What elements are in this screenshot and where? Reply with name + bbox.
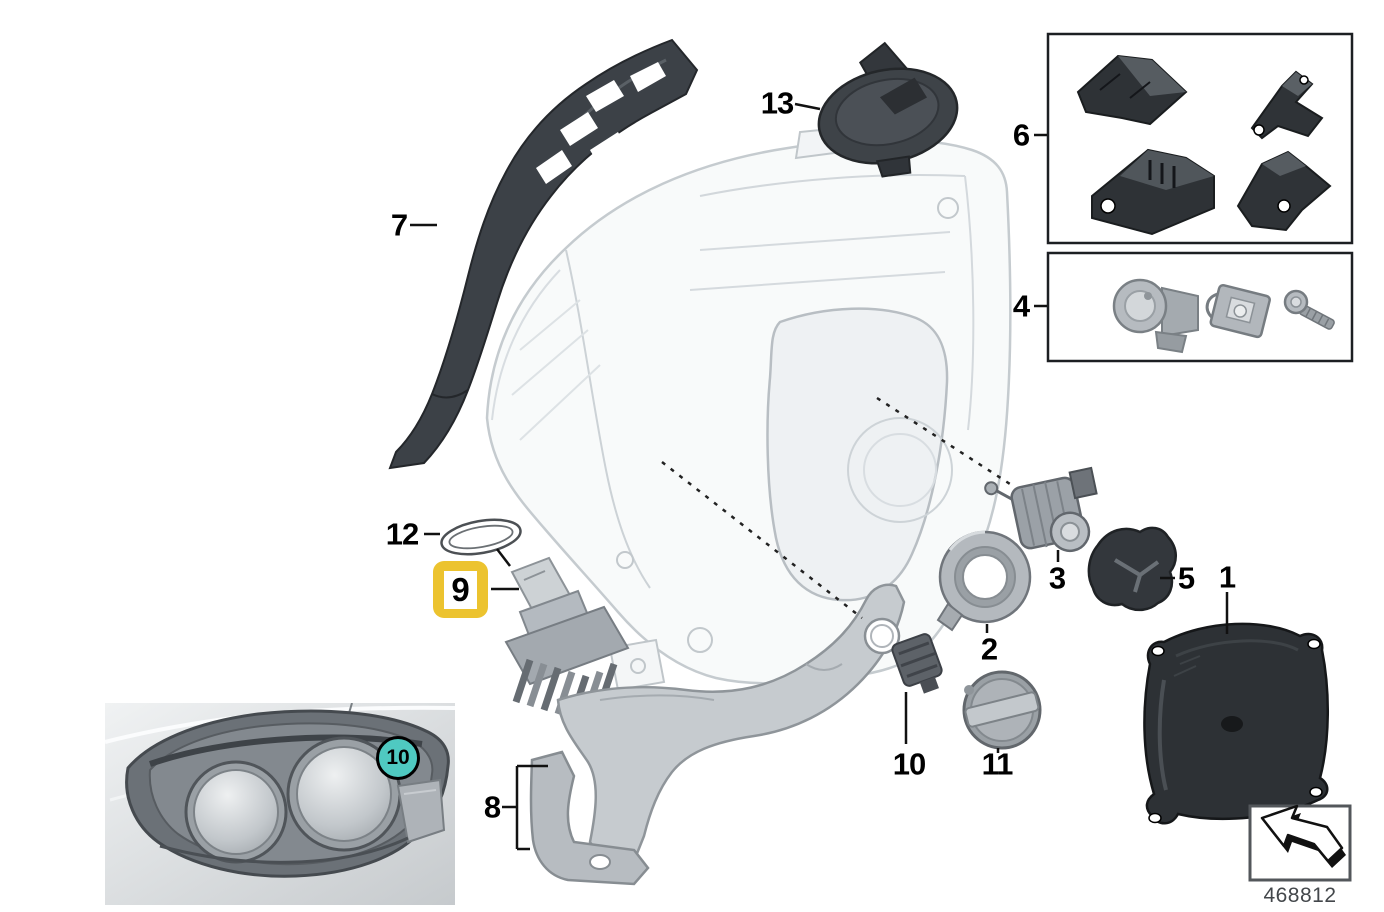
part-13-cap-art	[817, 41, 959, 178]
callout-4[interactable]: 4	[1012, 288, 1030, 324]
callout-5[interactable]: 5	[1177, 560, 1195, 596]
part-7-trim-art	[388, 38, 699, 470]
diagram-part-number: 468812	[1263, 884, 1337, 907]
callout-13[interactable]: 13	[760, 85, 794, 121]
callout-12[interactable]: 12	[385, 516, 419, 552]
adjuster-art	[1112, 278, 1199, 354]
bracket-art-b	[1250, 70, 1324, 140]
callout-7[interactable]: 7	[390, 207, 408, 243]
screw-art	[1283, 289, 1335, 330]
callout-2[interactable]: 2	[980, 631, 998, 667]
headlight-housing-art	[485, 124, 1012, 692]
clip-nut-art	[1205, 283, 1271, 339]
leader-lines	[410, 102, 1229, 851]
part-3-motor-art	[984, 466, 1098, 553]
callout-11[interactable]: 11	[981, 746, 1014, 782]
part-2-retaining-ring-art	[936, 530, 1032, 632]
assembly-dashed-lines	[661, 396, 1011, 619]
photo-callout-10[interactable]: 10	[376, 736, 420, 780]
part-10-bulb-socket-art	[863, 617, 943, 694]
group-4-box	[1046, 251, 1354, 363]
callout-10[interactable]: 10	[892, 746, 926, 782]
part-9-led-module-art	[504, 556, 630, 720]
group-6-box	[1046, 32, 1354, 245]
bracket-art-c	[1091, 148, 1215, 236]
callout-3[interactable]: 3	[1048, 560, 1066, 596]
nav-arrow-button[interactable]	[1248, 804, 1352, 882]
callout-9-highlight[interactable]: 9	[433, 561, 488, 618]
bracket-art-a	[1076, 54, 1188, 126]
nav-arrow-icon	[1260, 804, 1346, 868]
callout-6[interactable]: 6	[1012, 117, 1030, 153]
part-11-cap-art	[962, 670, 1042, 750]
callout-1[interactable]: 1	[1218, 559, 1236, 595]
part-12-gasket-art	[440, 518, 522, 556]
photo-inset	[105, 703, 455, 905]
callout-8[interactable]: 8	[483, 789, 501, 825]
callout-9-label: 9	[444, 570, 477, 609]
part-8-duct-art	[529, 583, 906, 886]
bracket-art-d	[1236, 150, 1332, 232]
part-1-cover-art	[1143, 622, 1329, 825]
part-5-grommet-art	[1087, 526, 1177, 612]
